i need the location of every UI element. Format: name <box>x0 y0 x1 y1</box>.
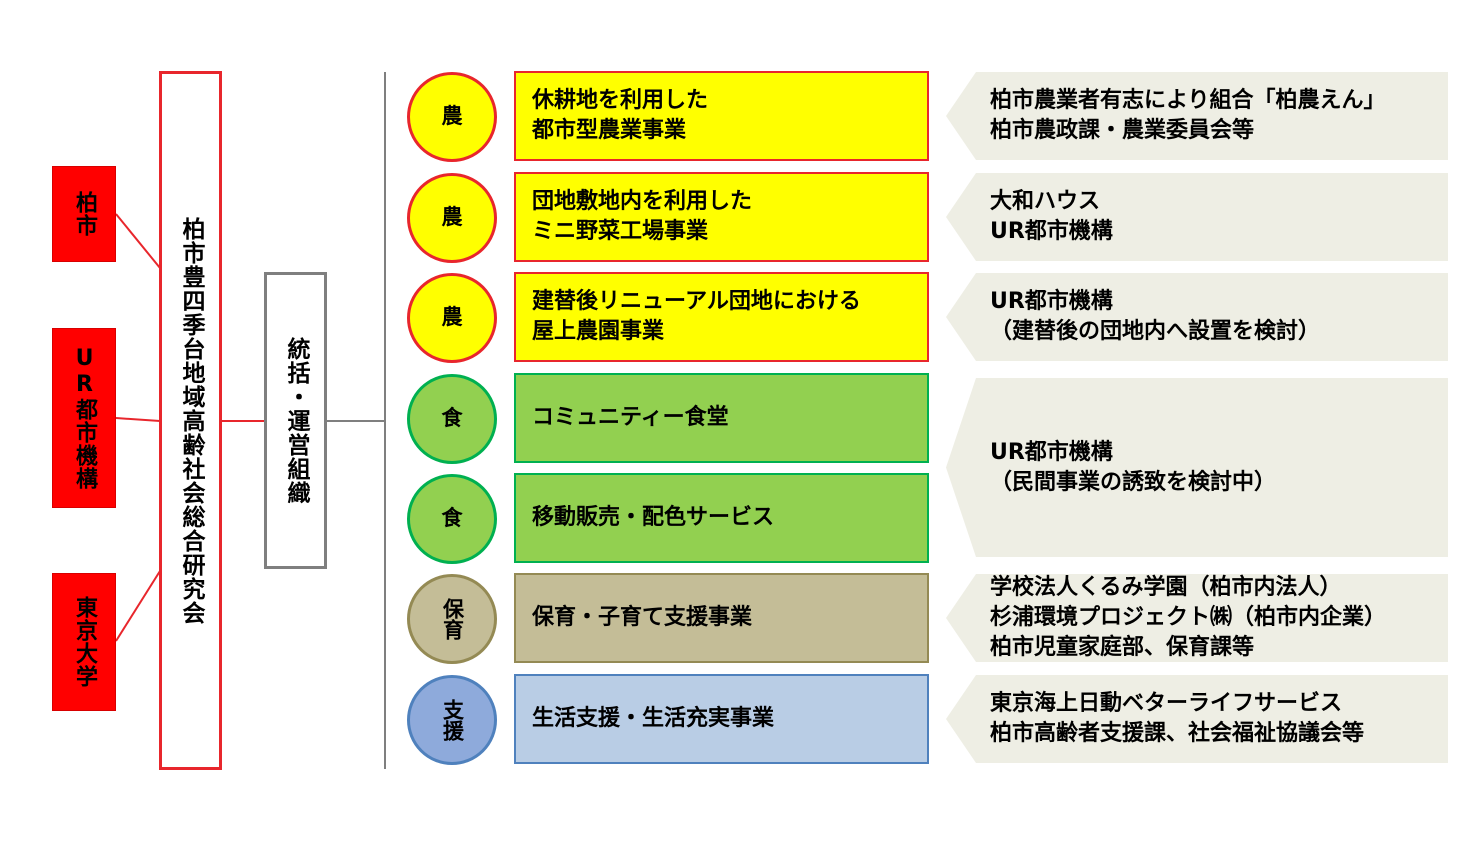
project-box: 保育・子育て支援事業 <box>514 573 929 663</box>
partner-line: 柏市農業者有志により組合「柏農えん」 <box>990 88 1386 113</box>
partner-line: 柏市農政課・農業委員会等 <box>990 118 1255 143</box>
org-kashiwa: 柏市 <box>52 166 116 262</box>
org-ur: UR都市機構 <box>52 328 116 508</box>
partner-box: 大和ハウス UR都市機構 <box>946 173 1448 261</box>
project-box: 団地敷地内を利用した ミニ野菜工場事業 <box>514 172 929 262</box>
partner-box: 東京海上日動ベターライフサービス 柏市高齢者支援課、社会福祉協議会等 <box>946 675 1448 763</box>
category-circle: 支援 <box>407 675 497 765</box>
partner-box: UR都市機構 （建替後の団地内へ設置を検討） <box>946 273 1448 361</box>
project-line: 建替後リニューアル団地における <box>532 289 861 314</box>
council-box: 柏市豊四季台地域高齢社会総合研究会 <box>159 71 222 770</box>
partner-line: （民間事業の誘致を検討中） <box>990 469 1277 495</box>
partner-line: UR都市機構 <box>990 219 1113 244</box>
category-circle: 食 <box>407 374 497 464</box>
category-circle: 保育 <box>407 574 497 664</box>
partner-line: 杉浦環境プロジェクト㈱（柏市内企業） <box>990 605 1387 630</box>
project-box: コミュニティー食堂 <box>514 373 929 463</box>
connector-ur <box>115 417 161 422</box>
category-label: 保育 <box>440 598 465 640</box>
connector-kashiwa <box>115 213 161 269</box>
connector-todai <box>115 570 161 642</box>
category-circle: 食 <box>407 474 497 564</box>
project-line: 移動販売・配色サービス <box>532 505 775 530</box>
project-box: 移動販売・配色サービス <box>514 473 929 563</box>
partner-line: 東京海上日動ベターライフサービス <box>990 691 1343 716</box>
project-box: 生活支援・生活充実事業 <box>514 674 929 764</box>
category-circle: 農 <box>407 273 497 363</box>
category-label: 食 <box>441 406 463 431</box>
partner-line: 大和ハウス <box>990 189 1101 214</box>
category-label: 農 <box>441 305 463 330</box>
partner-line: 柏市高齢者支援課、社会福祉協議会等 <box>990 721 1365 746</box>
category-label: 農 <box>441 205 463 230</box>
council-label: 柏市豊四季台地域高齢社会総合研究会 <box>178 216 204 625</box>
org-todai: 東京大学 <box>52 573 116 711</box>
org-todai-label: 東京大学 <box>72 596 97 688</box>
project-line: 休耕地を利用した <box>532 88 709 113</box>
partner-line: UR都市機構 <box>990 289 1113 314</box>
project-line: 団地敷地内を利用した <box>532 189 753 214</box>
partner-line: 学校法人くるみ学園（柏市内法人） <box>990 575 1342 600</box>
category-label: 食 <box>441 506 463 531</box>
project-line: 生活支援・生活充実事業 <box>532 706 775 731</box>
category-circle: 農 <box>407 72 497 162</box>
partner-box: UR都市機構 （民間事業の誘致を検討中） <box>946 378 1448 557</box>
org-ur-label: UR都市機構 <box>72 346 97 490</box>
partner-line: 柏市児童家庭部、保育課等 <box>990 635 1255 660</box>
project-line: 保育・子育て支援事業 <box>532 605 753 630</box>
project-line: コミュニティー食堂 <box>532 405 729 430</box>
management-label: 統括・運営組織 <box>283 336 309 505</box>
category-circle: 農 <box>407 173 497 263</box>
category-label: 農 <box>441 104 463 129</box>
partner-line: （建替後の団地内へ設置を検討） <box>990 319 1321 344</box>
project-box: 建替後リニューアル団地における 屋上農園事業 <box>514 272 929 362</box>
org-kashiwa-label: 柏市 <box>72 191 97 237</box>
project-line: 屋上農園事業 <box>532 319 665 344</box>
project-line: ミニ野菜工場事業 <box>532 219 709 244</box>
project-box: 休耕地を利用した 都市型農業事業 <box>514 71 929 161</box>
management-box: 統括・運営組織 <box>264 272 327 569</box>
partner-box: 柏市農業者有志により組合「柏農えん」 柏市農政課・農業委員会等 <box>946 72 1448 160</box>
category-label: 支援 <box>440 699 465 741</box>
partner-line: UR都市機構 <box>990 439 1113 465</box>
project-line: 都市型農業事業 <box>532 118 687 143</box>
partner-box: 学校法人くるみ学園（柏市内法人） 杉浦環境プロジェクト㈱（柏市内企業） 柏市児童… <box>946 574 1448 662</box>
